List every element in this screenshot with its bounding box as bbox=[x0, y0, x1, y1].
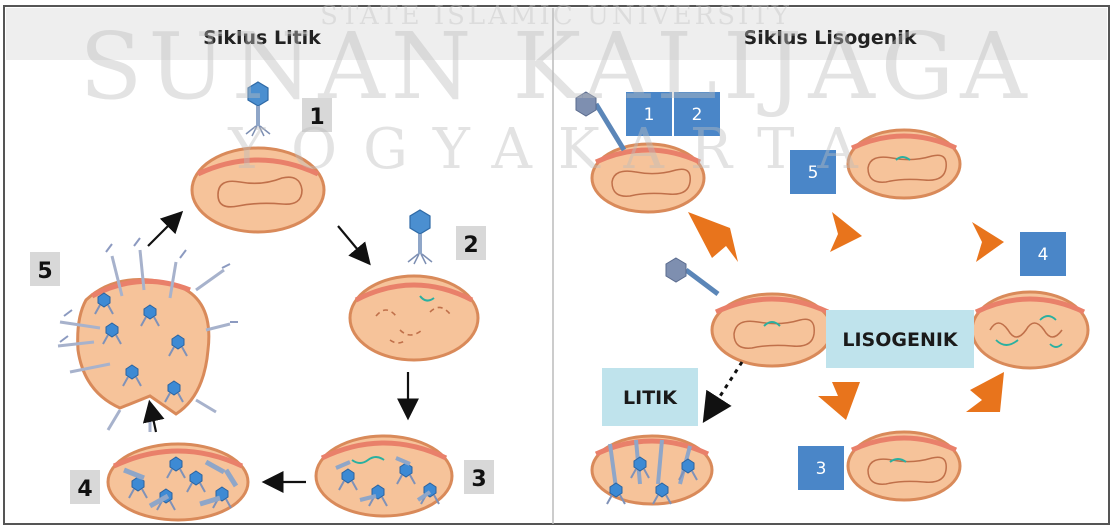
litik-step-5: 5 bbox=[37, 259, 52, 284]
label-lisogenik: LISOGENIK bbox=[826, 310, 974, 368]
label-litik: LITIK bbox=[602, 368, 698, 426]
litik-step-2: 2 bbox=[463, 233, 478, 258]
arrow-induction-dotted bbox=[706, 362, 742, 418]
orange-arrow-3 bbox=[972, 222, 1004, 262]
lisogenik-step-4: 4 bbox=[1038, 245, 1049, 265]
litik-cell-5 bbox=[58, 238, 238, 432]
litik-cell-4 bbox=[108, 444, 248, 520]
lisogenik-cell-3 bbox=[848, 432, 960, 500]
lisogenik-step-3-badge: 3 bbox=[798, 446, 844, 490]
label-litik-text: LITIK bbox=[623, 387, 678, 409]
orange-arrow-4 bbox=[966, 372, 1004, 412]
orange-arrow-1 bbox=[688, 212, 738, 262]
litik-cell-3 bbox=[316, 436, 452, 516]
litik-step-3: 3 bbox=[471, 467, 486, 492]
label-lisogenik-text: LISOGENIK bbox=[842, 329, 959, 351]
lisogenik-cell-center bbox=[666, 258, 832, 366]
lisogenik-cell-4 bbox=[972, 292, 1088, 368]
litik-step-5-badge: 5 bbox=[30, 252, 60, 286]
lisogenik-step-4-badge: 4 bbox=[1020, 232, 1066, 276]
litik-step-4: 4 bbox=[77, 477, 92, 502]
watermark-line3: YOGYAKARTA bbox=[227, 117, 884, 182]
litik-step-4-badge: 4 bbox=[70, 470, 100, 504]
lisogenik-step-3: 3 bbox=[816, 459, 827, 479]
lisogenik-cell-lysed bbox=[592, 436, 712, 504]
orange-arrow-5 bbox=[818, 382, 860, 420]
litik-step-2-badge: 2 bbox=[456, 226, 486, 260]
arrow-1-to-2 bbox=[338, 226, 368, 262]
watermark-line2: SUNAN KALIJAGA bbox=[79, 13, 1032, 120]
arrow-5-to-1 bbox=[148, 214, 180, 246]
litik-step-3-badge: 3 bbox=[464, 460, 494, 494]
orange-arrow-2 bbox=[830, 212, 862, 252]
